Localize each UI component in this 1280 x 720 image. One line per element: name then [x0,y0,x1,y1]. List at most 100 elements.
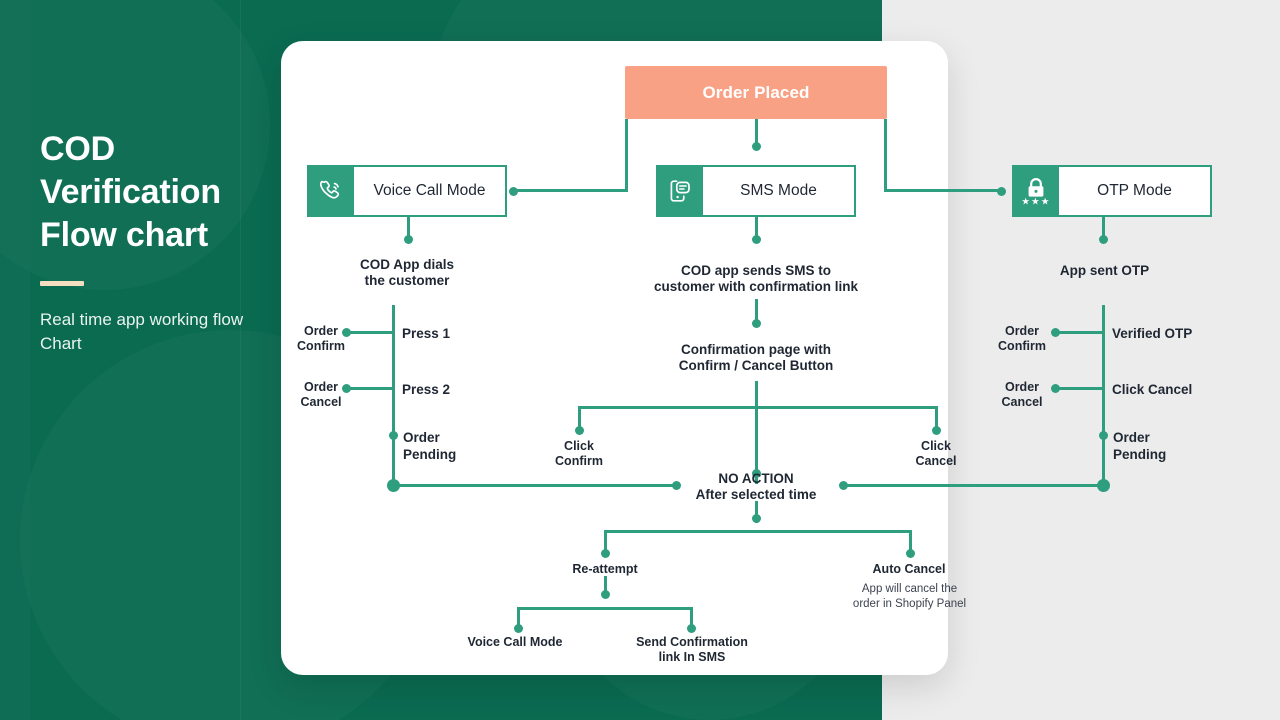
connector-order-right-horz [884,189,1002,192]
connector-voice-spine [392,305,395,491]
connector-dot [342,384,351,393]
node-no-action: NO ACTION After selected time [695,471,817,502]
svg-text:★★★: ★★★ [1022,196,1050,206]
connector-dot [752,469,761,478]
connector-dot [514,624,523,633]
connector-dot [906,549,915,558]
connector-dot [932,426,941,435]
connector-voice-down [407,217,410,239]
connector-dot [601,590,610,599]
node-confirmation-page: Confirmation page with Confirm / Cancel … [678,342,834,373]
sms-message-icon [656,165,703,217]
connector-dot [997,187,1006,196]
connector-dot [687,624,696,633]
node-order-placed[interactable]: Order Placed [625,66,887,119]
connector-dot [672,481,681,490]
node-voice-call-mode-body: Voice Call Mode [354,165,507,217]
connector-otp-spine [1102,305,1105,491]
connector-sms-down [755,217,758,239]
note-auto-cancel: App will cancel the order in Shopify Pan… [852,583,967,610]
page-title: COD Verification Flow chart [40,130,221,254]
connector-order-left-vert [625,119,628,189]
hero-text-block: COD Verification Flow chart Real time ap… [40,128,270,356]
phone-call-icon [307,165,354,217]
connector-dot [389,431,398,440]
node-order-placed-label: Order Placed [702,82,810,102]
connector-order-to-sms [755,119,758,146]
label-verified-otp: Verified OTP [1112,326,1193,341]
connector-reattempt-down [604,530,607,551]
flowchart-canvas: Order Placed [281,41,1212,675]
connector-dot [751,514,761,523]
lock-otp-icon: ★★★ [1012,165,1059,217]
connector-otp-confirm-left [1055,331,1105,334]
connector-dot [1051,328,1060,337]
page-subtitle: Real time app working flow Chart [40,310,244,353]
connector-autocancel-down [909,530,912,551]
connector-resms-down [690,607,693,627]
label-press-1: Press 1 [402,326,451,341]
label-otp-click-cancel: Click Cancel [1112,382,1193,397]
connector-dot [575,426,584,435]
connector-sms-to-confirmpage [755,299,758,323]
label-otp-order-pending: Order Pending [1113,430,1167,462]
label-voice-order-confirm: Order Confirm [297,324,345,353]
connector-dot [509,187,518,196]
connector-dot-corner [1097,479,1110,492]
label-voice-order-pending: Order Pending [403,430,457,462]
connector-split-right-down [935,406,938,428]
label-click-cancel: Click Cancel [915,439,957,468]
decorative-band [0,0,30,720]
connector-order-right-vert [884,119,887,189]
node-app-sent-otp: App sent OTP [1059,263,1150,278]
node-otp-mode-body: OTP Mode [1059,165,1212,217]
label-press-2: Press 2 [402,382,451,397]
connector-dot [751,319,761,328]
node-otp-mode[interactable]: ★★★ OTP Mode [1012,165,1212,217]
connector-dot [601,549,610,558]
connector-dot [1051,384,1060,393]
connector-order-left-horz [513,189,628,192]
connector-dot [342,328,351,337]
node-otp-mode-label: OTP Mode [1097,182,1172,199]
connector-dot [839,481,848,490]
decorative-band [240,0,241,720]
connector-dot [751,235,761,244]
connector-dot [1099,431,1108,440]
connector-confirmpage-down [755,381,758,409]
connector-reattempt-split-bar [517,607,693,610]
node-sms-mode-body: SMS Mode [703,165,856,217]
connector-revoice-down [517,607,520,627]
flowchart-card: Order Placed [281,41,1212,675]
connector-split-center-down [755,406,758,484]
node-sms-mode[interactable]: SMS Mode [656,165,856,217]
connector-otp-to-noaction [843,484,1103,487]
connector-bottom-split-bar [604,530,912,533]
connector-voice-to-noaction [393,484,680,487]
connector-noaction-down [755,501,758,523]
node-send-confirmation-link-sms: Send Confirmation link In SMS [636,635,748,664]
node-sms-mode-label: SMS Mode [740,182,817,199]
label-otp-order-confirm: Order Confirm [998,324,1046,353]
label-otp-order-cancel: Order Cancel [1001,380,1043,409]
label-click-confirm: Click Confirm [555,439,603,468]
node-voice-call-mode-label: Voice Call Mode [373,182,486,199]
connector-reattempt-stem [604,576,607,596]
connector-dot [403,235,413,244]
connector-press1-left [346,331,395,334]
connector-press2-left [346,387,395,390]
connector-dot [751,142,761,151]
connector-split-bar [578,406,938,409]
node-voice-call-mode[interactable]: Voice Call Mode [307,165,507,217]
node-re-voice-call-mode: Voice Call Mode [467,635,563,649]
node-cod-app-dials: COD App dials the customer [359,257,454,288]
node-cod-app-sends-sms: COD app sends SMS to customer with confi… [653,263,859,294]
label-voice-order-cancel: Order Cancel [300,380,342,409]
node-re-attempt: Re-attempt [572,562,638,576]
connector-split-left-down [578,406,581,428]
connector-otp-cancel-left [1055,387,1105,390]
node-auto-cancel: Auto Cancel [872,562,946,576]
title-rule [40,281,84,286]
connector-dot [1098,235,1108,244]
